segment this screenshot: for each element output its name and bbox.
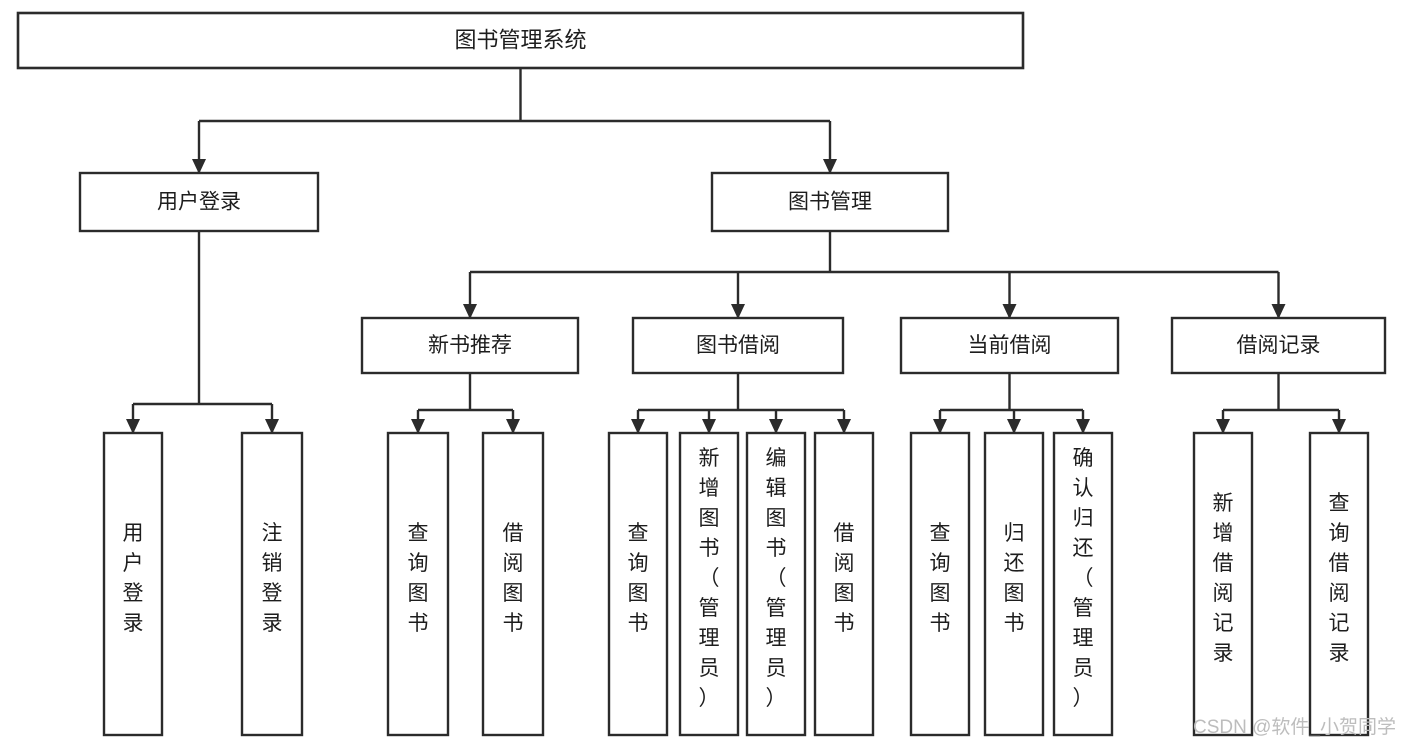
arrow-head-icon (933, 419, 947, 434)
leaf-box-leaf-add-borrow-record[interactable] (1192, 431, 1254, 737)
leaf-label-leaf-return-book: 归还图书 (1004, 522, 1025, 635)
node-borrow-records[interactable]: 借阅记录 (1170, 316, 1387, 375)
connector-layer (126, 68, 1346, 434)
leaf-leaf-return-book[interactable]: 归还图书 (983, 431, 1045, 737)
arrow-head-icon (506, 419, 520, 434)
arrow-head-icon (631, 419, 645, 434)
arrow-head-icon (769, 419, 783, 434)
node-layer: 图书管理系统用户登录图书管理新书推荐图书借阅当前借阅借阅记录用户登录注销登录查询… (16, 11, 1387, 737)
node-current-borrow[interactable]: 当前借阅 (899, 316, 1120, 375)
leaf-leaf-logout[interactable]: 注销登录 (240, 431, 304, 737)
leaf-leaf-query-book-current[interactable]: 查询图书 (909, 431, 971, 737)
leaf-box-leaf-borrow-book-rec[interactable] (481, 431, 545, 737)
arrow-head-icon (126, 419, 140, 434)
leaf-box-leaf-user-login[interactable] (102, 431, 164, 737)
leaf-label-leaf-borrow-book: 借阅图书 (834, 522, 855, 635)
leaf-label-leaf-query-book-current: 查询图书 (930, 522, 951, 635)
leaf-box-leaf-query-book-current[interactable] (909, 431, 971, 737)
arrow-head-icon (1271, 304, 1286, 319)
arrow-head-icon (1332, 419, 1346, 434)
leaf-box-leaf-add-book-admin[interactable] (678, 431, 740, 737)
leaf-label-leaf-logout: 注销登录 (262, 522, 283, 635)
leaf-leaf-query-book-rec[interactable]: 查询图书 (386, 431, 450, 737)
arrow-head-icon (1002, 304, 1017, 319)
leaf-label-leaf-user-login: 用户登录 (123, 522, 144, 635)
leaf-box-leaf-logout[interactable] (240, 431, 304, 737)
leaf-box-leaf-confirm-return-admin[interactable] (1052, 431, 1114, 737)
leaf-leaf-borrow-book[interactable]: 借阅图书 (813, 431, 875, 737)
node-label-user-login: 用户登录 (157, 191, 241, 214)
leaf-leaf-query-borrow-record[interactable]: 查询借阅记录 (1308, 431, 1370, 737)
node-book-management[interactable]: 图书管理 (710, 171, 950, 233)
leaf-leaf-add-borrow-record[interactable]: 新增借阅记录 (1192, 431, 1254, 737)
leaf-box-leaf-query-book-rec[interactable] (386, 431, 450, 737)
arrow-head-icon (192, 159, 206, 174)
leaf-leaf-borrow-book-rec[interactable]: 借阅图书 (481, 431, 545, 737)
node-box-book-borrow[interactable] (631, 316, 845, 375)
watermark-label: CSDN @软件_小贺同学 (1193, 716, 1396, 738)
node-book-borrow[interactable]: 图书借阅 (631, 316, 845, 375)
leaf-box-leaf-return-book[interactable] (983, 431, 1045, 737)
leaf-label-leaf-edit-book-admin: 编辑图书（管理员） (766, 447, 787, 710)
leaf-label-leaf-add-borrow-record: 新增借阅记录 (1213, 492, 1234, 665)
arrow-head-icon (1007, 419, 1021, 434)
arrow-head-icon (265, 419, 279, 434)
leaf-leaf-confirm-return-admin[interactable]: 确认归还（管理员） (1052, 431, 1114, 737)
node-box-borrow-records[interactable] (1170, 316, 1387, 375)
node-box-new-book-recommend[interactable] (360, 316, 580, 375)
leaf-label-leaf-confirm-return-admin: 确认归还（管理员） (1073, 447, 1094, 710)
leaf-label-leaf-add-book-admin: 新增图书（管理员） (699, 447, 720, 710)
arrow-head-icon (1076, 419, 1090, 434)
node-root[interactable]: 图书管理系统 (16, 11, 1025, 70)
leaf-box-leaf-query-borrow-record[interactable] (1308, 431, 1370, 737)
leaf-leaf-user-login[interactable]: 用户登录 (102, 431, 164, 737)
node-box-user-login[interactable] (78, 171, 320, 233)
arrow-head-icon (411, 419, 425, 434)
node-label-book-borrow: 图书借阅 (696, 334, 780, 357)
leaf-label-leaf-borrow-book-rec: 借阅图书 (503, 522, 524, 635)
arrow-head-icon (731, 304, 745, 319)
arrow-head-icon (823, 159, 837, 174)
leaf-label-leaf-query-book-borrow: 查询图书 (628, 522, 649, 635)
leaf-box-leaf-edit-book-admin[interactable] (745, 431, 807, 737)
leaf-leaf-edit-book-admin[interactable]: 编辑图书（管理员） (745, 431, 807, 737)
arrow-head-icon (837, 419, 851, 434)
arrow-head-icon (702, 419, 716, 434)
node-label-current-borrow: 当前借阅 (968, 334, 1052, 357)
node-label-borrow-records: 借阅记录 (1237, 334, 1321, 357)
node-user-login[interactable]: 用户登录 (78, 171, 320, 233)
leaf-box-leaf-query-book-borrow[interactable] (607, 431, 669, 737)
node-new-book-recommend[interactable]: 新书推荐 (360, 316, 580, 375)
leaf-box-leaf-borrow-book[interactable] (813, 431, 875, 737)
node-label-book-management: 图书管理 (788, 191, 872, 214)
leaf-leaf-query-book-borrow[interactable]: 查询图书 (607, 431, 669, 737)
leaf-label-leaf-query-borrow-record: 查询借阅记录 (1329, 492, 1350, 665)
node-box-book-management[interactable] (710, 171, 950, 233)
arrow-head-icon (1216, 419, 1230, 434)
leaf-label-leaf-query-book-rec: 查询图书 (408, 522, 429, 635)
leaf-leaf-add-book-admin[interactable]: 新增图书（管理员） (678, 431, 740, 737)
node-label-new-book-recommend: 新书推荐 (428, 334, 512, 357)
node-box-root[interactable] (16, 11, 1025, 70)
node-box-current-borrow[interactable] (899, 316, 1120, 375)
arrow-head-icon (463, 304, 477, 319)
node-label-root: 图书管理系统 (454, 27, 586, 52)
